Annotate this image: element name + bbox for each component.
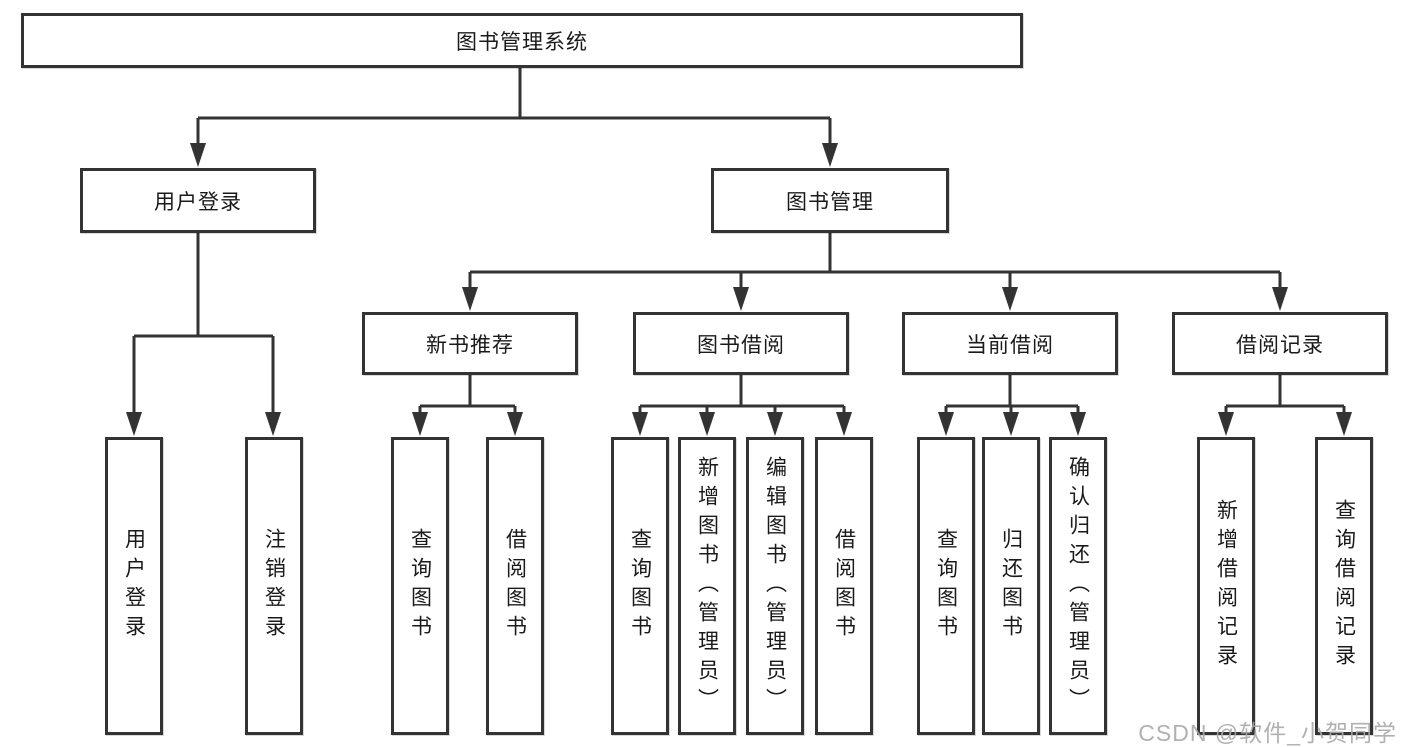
leaf-query-borrow-record: 查询借阅记录: [1315, 437, 1373, 735]
arrow-down-icon: [1218, 412, 1234, 436]
node-new-book-recommendation: 新书推荐: [362, 312, 578, 375]
leaf-query-books-recommend: 查询图书: [391, 437, 449, 735]
connector-book-management-to-groups: [468, 233, 1282, 292]
leaf-label: 编辑图书（管理员）: [763, 455, 787, 717]
node-user-login: 用户登录: [80, 168, 316, 233]
arrow-down-icon: [462, 287, 478, 311]
arrow-down-icon: [1070, 412, 1086, 436]
leaf-add-books-admin: 新增图书（管理员）: [678, 437, 736, 735]
leaf-label: 借阅图书: [503, 528, 527, 644]
connector-new-book-recommendation-to-leaves: [418, 375, 517, 418]
leaf-edit-books-admin: 编辑图书（管理员）: [746, 437, 804, 735]
leaf-query-books-borrowing: 查询图书: [611, 437, 669, 735]
node-label: 图书借阅: [697, 333, 785, 357]
leaf-label: 借阅图书: [832, 528, 856, 644]
arrow-down-icon: [265, 412, 281, 436]
leaf-label: 确认归还（管理员）: [1066, 455, 1090, 717]
arrow-down-icon: [507, 412, 523, 436]
leaf-borrow-books-borrowing: 借阅图书: [815, 437, 873, 735]
connector-borrowing-records-to-leaves: [1224, 375, 1346, 418]
leaf-logout-login: 注销登录: [245, 437, 303, 735]
arrow-down-icon: [1272, 287, 1288, 311]
arrow-down-icon: [836, 412, 852, 436]
connector-current-borrowing-to-leaves: [944, 375, 1080, 418]
node-label: 新书推荐: [426, 333, 514, 357]
node-root: 图书管理系统: [21, 13, 1023, 68]
connector-book-borrowing-to-leaves: [638, 375, 846, 418]
watermark-text: CSDN @软件_小贺同学: [1138, 720, 1397, 746]
node-label: 图书管理: [786, 190, 874, 214]
node-book-management: 图书管理: [711, 168, 949, 233]
arrow-down-icon: [126, 412, 142, 436]
leaf-label: 新增图书（管理员）: [695, 455, 719, 717]
leaf-label: 查询图书: [628, 528, 652, 644]
leaf-query-books-current: 查询图书: [917, 437, 975, 735]
arrow-down-icon: [938, 412, 954, 436]
leaf-user-login: 用户登录: [105, 437, 163, 735]
arrow-down-icon: [822, 143, 838, 167]
node-label: 图书管理系统: [456, 30, 588, 54]
node-label: 用户登录: [154, 190, 242, 214]
node-book-borrowing: 图书借阅: [633, 312, 849, 375]
connector-root-to-branches: [196, 68, 832, 148]
leaf-borrow-books-recommend: 借阅图书: [486, 437, 544, 735]
arrow-down-icon: [1336, 412, 1352, 436]
arrow-down-icon: [190, 143, 206, 167]
leaf-label: 注销登录: [262, 528, 286, 644]
leaf-return-books: 归还图书: [982, 437, 1040, 735]
leaf-label: 查询借阅记录: [1332, 499, 1356, 673]
arrow-down-icon: [699, 412, 715, 436]
node-current-borrowing: 当前借阅: [902, 312, 1118, 375]
arrow-down-icon: [733, 287, 749, 311]
arrow-down-icon: [1002, 287, 1018, 311]
leaf-label: 归还图书: [999, 528, 1023, 644]
leaf-label: 用户登录: [122, 528, 146, 644]
connector-user-login-to-leaves: [132, 233, 275, 418]
leaf-label: 新增借阅记录: [1214, 499, 1238, 673]
arrow-down-icon: [412, 412, 428, 436]
leaf-add-borrow-record: 新增借阅记录: [1197, 437, 1255, 735]
arrow-down-icon: [767, 412, 783, 436]
node-borrowing-records: 借阅记录: [1172, 312, 1388, 375]
leaf-label: 查询图书: [408, 528, 432, 644]
node-label: 当前借阅: [966, 333, 1054, 357]
leaf-label: 查询图书: [934, 528, 958, 644]
node-label: 借阅记录: [1236, 333, 1324, 357]
arrow-down-icon: [632, 412, 648, 436]
leaf-confirm-return-admin: 确认归还（管理员）: [1049, 437, 1107, 735]
arrow-down-icon: [1003, 412, 1019, 436]
